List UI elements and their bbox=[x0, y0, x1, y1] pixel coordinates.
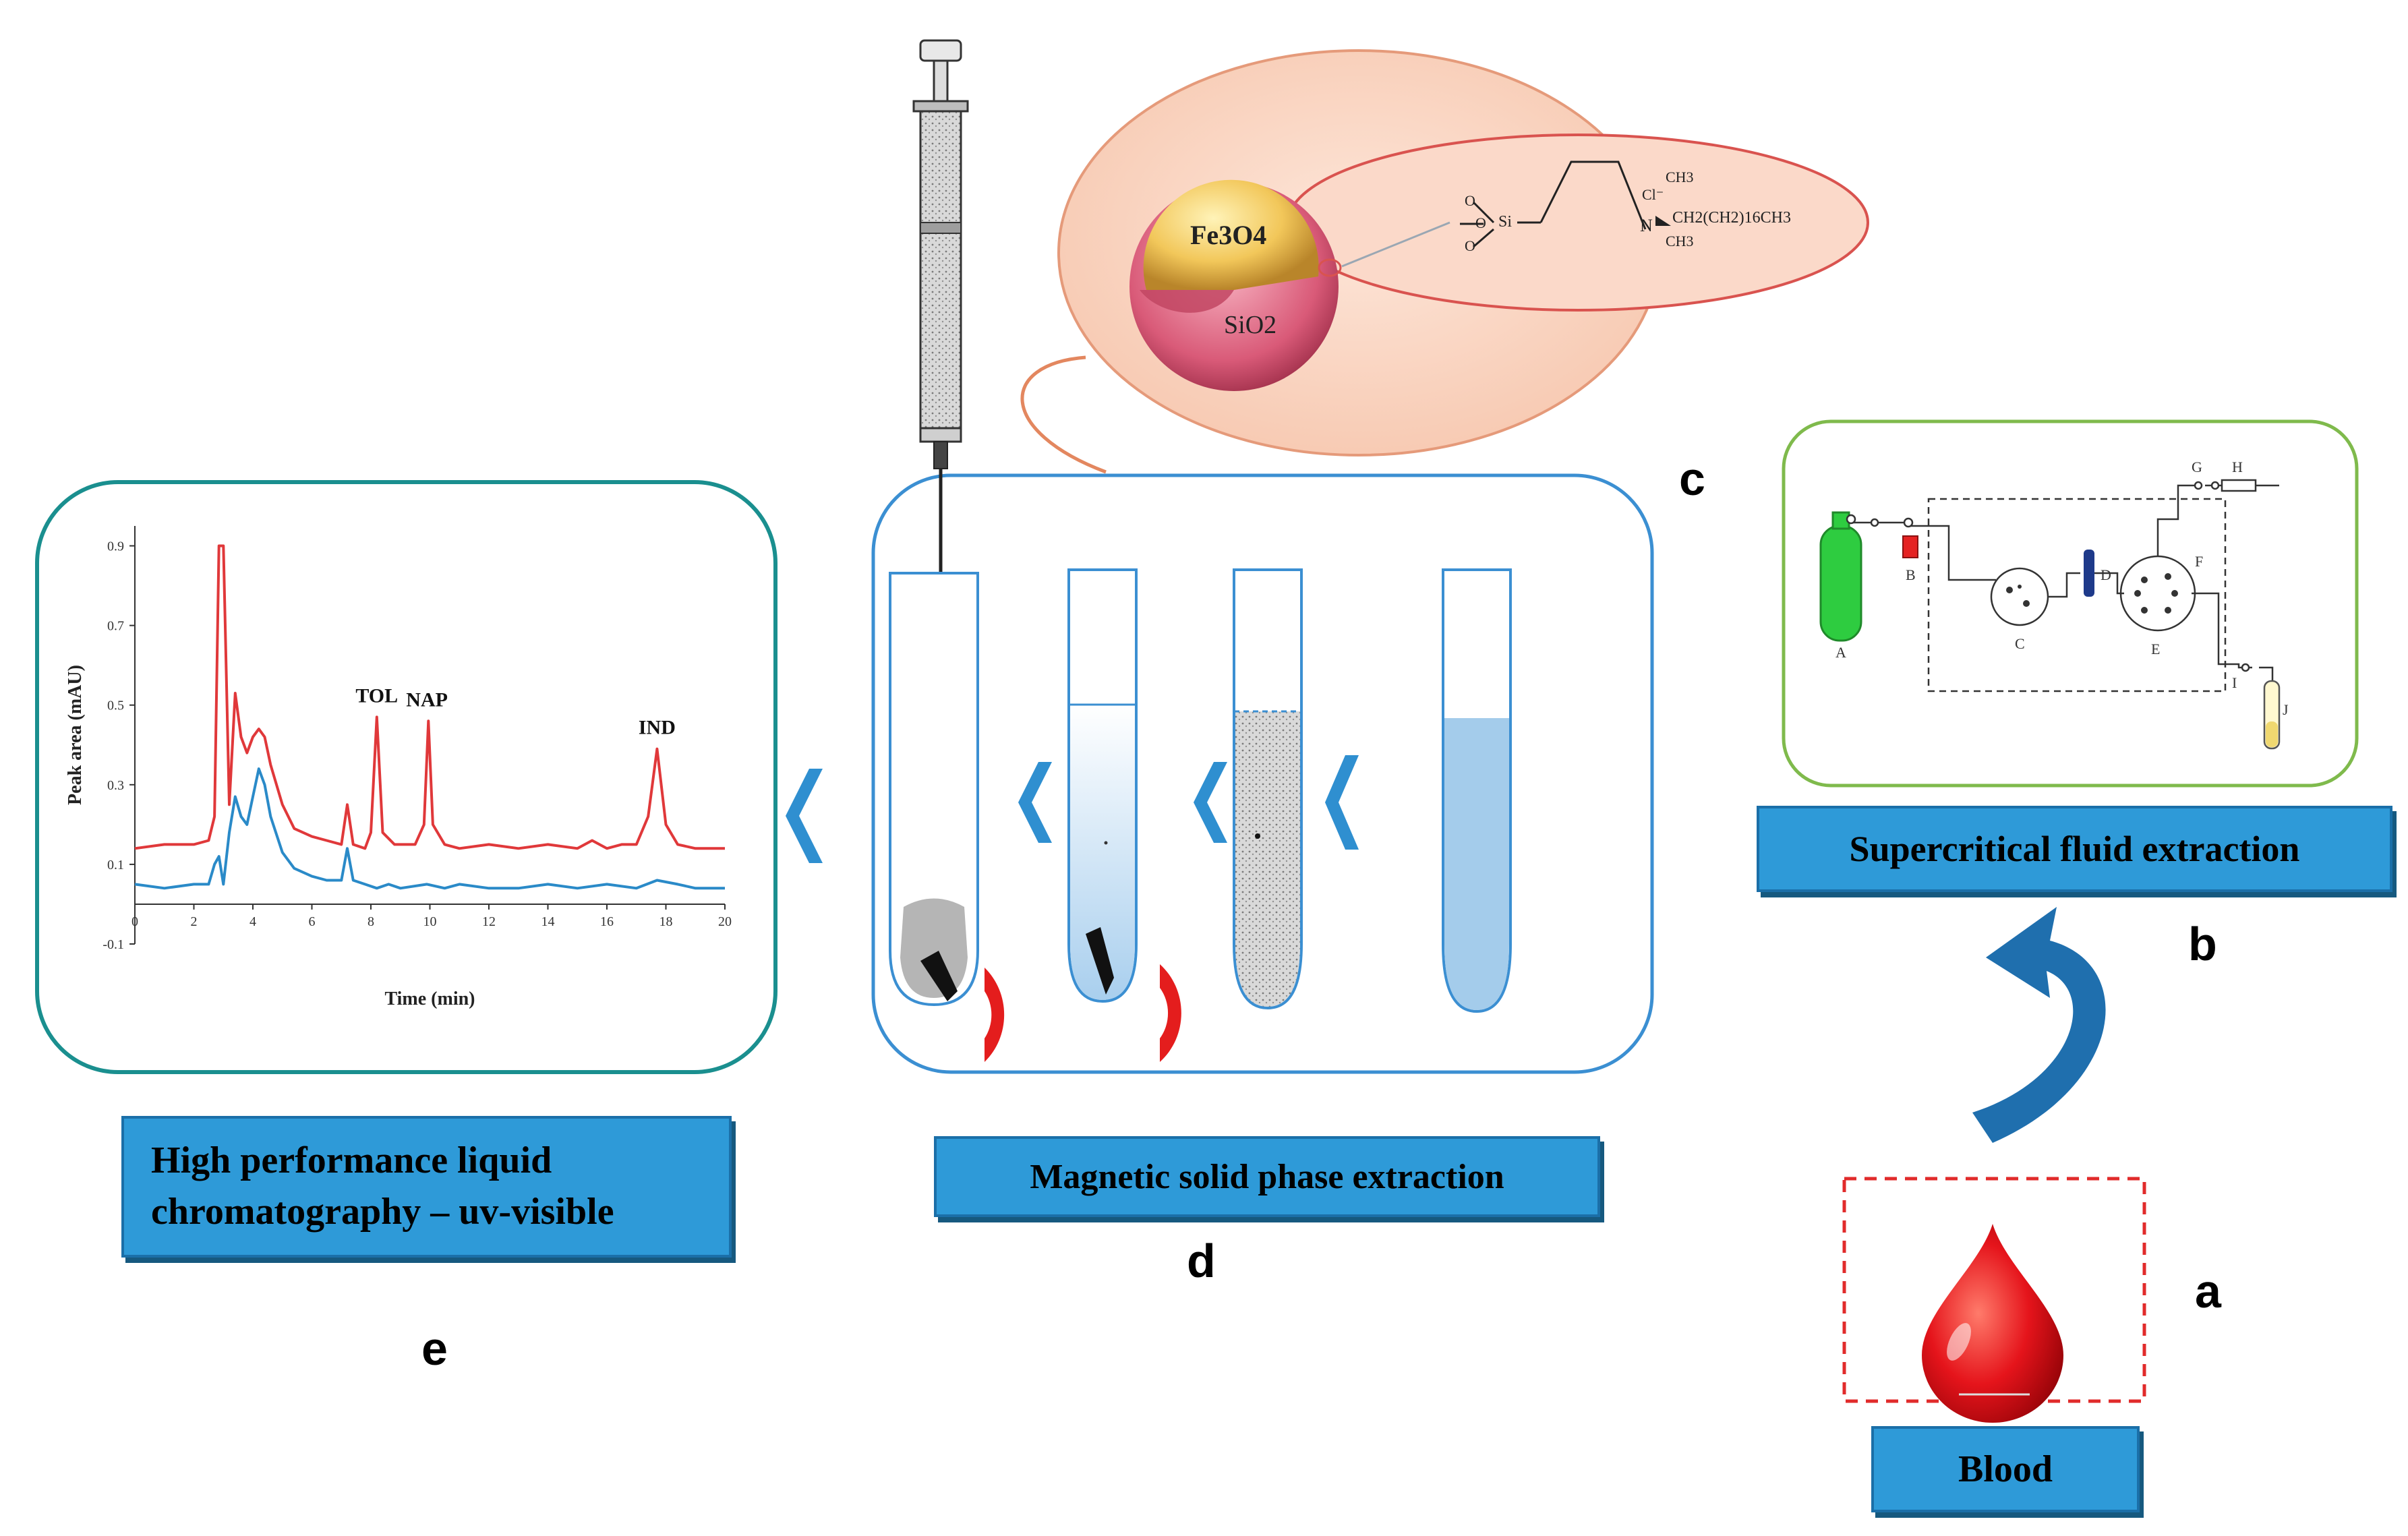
chromatogram: 0 2 4 6 8 10 12 14 16 18 20 -0.1 0.1 0.3 0.5 0.7 0.9Time… bbox=[65, 526, 732, 1009]
syringe-h-icon bbox=[2221, 479, 2279, 492]
ligand-cl: Cl⁻ bbox=[1642, 186, 1664, 203]
chevron-left-icon bbox=[786, 769, 823, 863]
step-letter-e: e bbox=[421, 1322, 448, 1375]
ligand-si: Si bbox=[1498, 213, 1513, 231]
peak-label: IND bbox=[639, 717, 676, 739]
ligand-o-mid: O bbox=[1475, 214, 1486, 231]
tube-magnetic-separation bbox=[889, 572, 979, 1007]
x-tick-label: 20 bbox=[718, 914, 732, 929]
y-tick-label: 0.9 bbox=[107, 539, 124, 554]
tube-sorbent-dispersion bbox=[1233, 568, 1303, 1010]
step-letter-d: d bbox=[1187, 1235, 1216, 1287]
hplc-banner-line2: chromatography – uv-visible bbox=[151, 1191, 614, 1233]
x-tick-label: 18 bbox=[659, 914, 673, 929]
x-tick-label: 0 bbox=[131, 914, 138, 929]
chevron-left-icon bbox=[1194, 762, 1227, 843]
sfe-label-a: A bbox=[1836, 644, 1846, 661]
x-tick-label: 6 bbox=[309, 914, 316, 929]
series-line bbox=[134, 767, 725, 890]
ligand-n: N bbox=[1640, 216, 1653, 235]
y-tick-label: 0.3 bbox=[107, 778, 124, 793]
ligand-ch3-top: CH3 bbox=[1666, 169, 1694, 185]
sfe-panel bbox=[1782, 419, 2359, 788]
ligand-ch3-bottom: CH3 bbox=[1666, 233, 1694, 249]
y-tick-label: 0.5 bbox=[107, 699, 124, 713]
magnet-icon bbox=[985, 968, 1005, 1062]
tube-sample bbox=[1442, 568, 1512, 1013]
collection-vial bbox=[2263, 680, 2281, 750]
x-tick-label: 4 bbox=[249, 914, 256, 929]
chevron-left-icon bbox=[1325, 755, 1359, 850]
valve-dots bbox=[2006, 573, 2178, 614]
x-tick-label: 12 bbox=[482, 914, 496, 929]
curved-arrow-icon bbox=[1972, 907, 2106, 1143]
column-icon bbox=[2084, 550, 2094, 597]
sfe-banner: Supercritical fluid extraction bbox=[1757, 806, 2392, 892]
pump-icon bbox=[1902, 535, 1918, 558]
chart-labels: 0 2 4 6 8 10 12 14 16 18 20 -0.1 0.1 0.3 0.5 0.7 0.9Time… bbox=[65, 539, 732, 1009]
core-shell-particle bbox=[1129, 179, 1342, 391]
magnet-icon bbox=[1160, 964, 1181, 1062]
step-letter-c: c bbox=[1679, 452, 1705, 505]
chevron-left-icon bbox=[1018, 762, 1052, 843]
x-axis-label: Time (min) bbox=[384, 988, 475, 1009]
sfe-label-i: I bbox=[2232, 674, 2237, 691]
callout-connector bbox=[1020, 355, 1107, 474]
sfe-label-f: F bbox=[2195, 553, 2204, 570]
blood-banner: Blood bbox=[1871, 1426, 2140, 1512]
sfe-label-g: G bbox=[2192, 459, 2202, 475]
y-tick-label: 0.1 bbox=[107, 858, 124, 873]
co2-cylinder bbox=[1819, 511, 1862, 642]
hplc-banner: High performance liquid chromatography –… bbox=[121, 1116, 732, 1258]
y-tick-label: 0.7 bbox=[107, 619, 124, 634]
sfe-label-c: C bbox=[2015, 635, 2025, 652]
hplc-banner-line1: High performance liquid bbox=[151, 1140, 552, 1182]
hplc-panel bbox=[35, 480, 777, 1074]
mspe-banner: Magnetic solid phase extraction bbox=[934, 1136, 1600, 1217]
ligand-o-bottom: O bbox=[1465, 237, 1475, 254]
mspe-banner-label: Magnetic solid phase extraction bbox=[1030, 1157, 1504, 1196]
chart-series bbox=[134, 544, 725, 890]
peak-label: NAP bbox=[406, 688, 448, 711]
step-letter-a: a bbox=[2195, 1265, 2221, 1318]
sfe-label-d: D bbox=[2101, 566, 2111, 583]
ligand-connector bbox=[1341, 221, 1450, 268]
sfe-label-h: H bbox=[2232, 459, 2243, 475]
blood-drop-icon bbox=[1922, 1224, 2063, 1423]
x-tick-label: 14 bbox=[541, 914, 555, 929]
sfe-banner-label: Supercritical fluid extraction bbox=[1849, 829, 2300, 869]
x-tick-label: 8 bbox=[368, 914, 374, 929]
syringe bbox=[912, 39, 969, 580]
tube-elution bbox=[1067, 568, 1138, 1003]
x-tick-label: 2 bbox=[191, 914, 198, 929]
x-tick-label: 10 bbox=[423, 914, 437, 929]
peak-label: TOL bbox=[355, 684, 398, 707]
series-line bbox=[134, 544, 725, 850]
chevron-icons bbox=[786, 755, 1359, 863]
ligand-o-top: O bbox=[1465, 192, 1475, 209]
step-letter-b: b bbox=[2188, 918, 2217, 970]
sfe-label-b: B bbox=[1906, 566, 1916, 583]
sfe-label-j: J bbox=[2283, 701, 2289, 718]
ligand-structure bbox=[1460, 160, 1647, 248]
x-tick-label: 16 bbox=[600, 914, 614, 929]
y-tick-label: -0.1 bbox=[102, 937, 124, 952]
core-label: Fe3O4 bbox=[1190, 220, 1267, 250]
ligand-chain: CH2(CH2)16CH3 bbox=[1672, 209, 1792, 227]
blood-banner-label: Blood bbox=[1958, 1448, 2053, 1490]
sfe-label-e: E bbox=[2151, 641, 2161, 657]
shell-label: SiO2 bbox=[1224, 311, 1277, 339]
valve-icons bbox=[1846, 481, 2250, 672]
y-axis-label: Peak area (mAU) bbox=[65, 665, 86, 805]
chart-axes bbox=[129, 526, 726, 945]
